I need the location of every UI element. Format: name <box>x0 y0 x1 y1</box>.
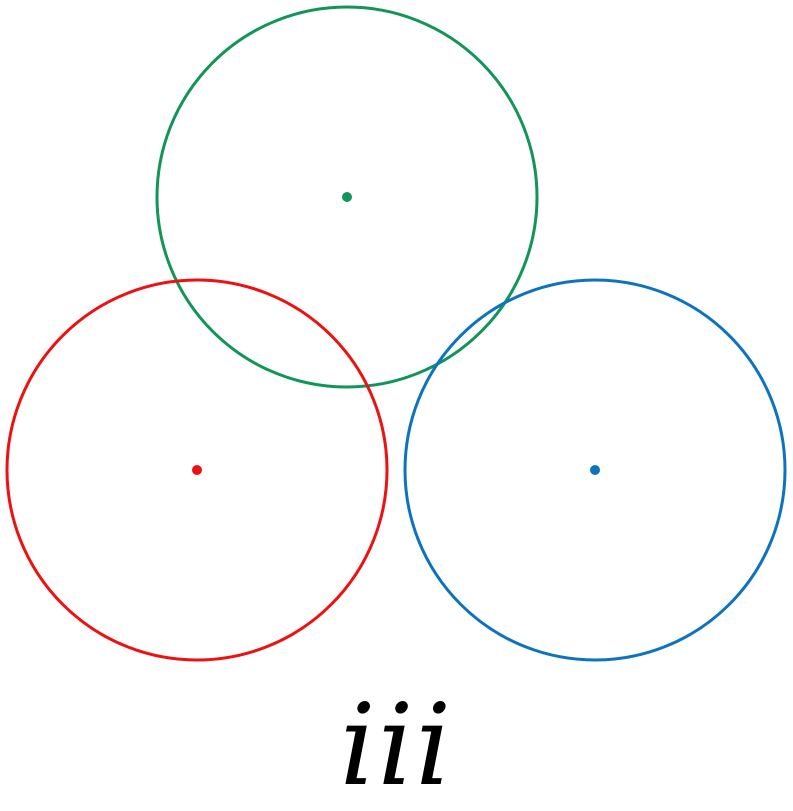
blue-circle <box>403 278 787 662</box>
figure-label: iii <box>339 681 454 811</box>
red-center-dot <box>192 465 202 475</box>
green-center-dot <box>342 192 352 202</box>
green-circle <box>155 5 539 389</box>
blue-group <box>403 278 787 662</box>
green-group <box>155 5 539 389</box>
blue-center-dot <box>590 465 600 475</box>
red-circle <box>5 278 389 662</box>
red-group <box>5 278 389 662</box>
